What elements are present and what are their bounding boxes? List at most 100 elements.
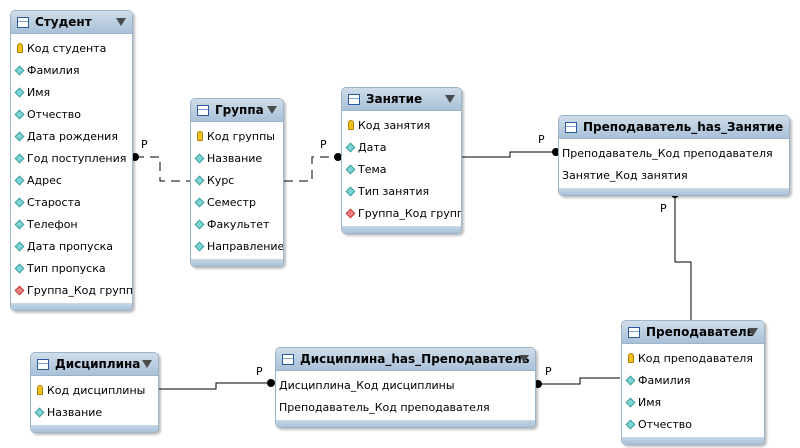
column-name: Фамилия xyxy=(638,373,691,387)
column-name: Код преподавателя xyxy=(638,351,753,365)
table-discipline-has-teacher[interactable]: Дисциплина_has_Преподаватель Дисциплина_… xyxy=(275,347,536,428)
column-row[interactable]: Название xyxy=(191,147,283,169)
column-icon xyxy=(14,65,25,75)
table-teacher-has-lesson[interactable]: Преподаватель_has_Занятие Преподаватель_… xyxy=(558,115,790,196)
column-row[interactable]: Отчество xyxy=(622,413,764,435)
column-row[interactable]: Код студента xyxy=(11,37,132,59)
column-row[interactable]: Дата пропуска xyxy=(11,235,132,257)
table-title: Преподаватель_has_Занятие xyxy=(583,120,784,134)
column-row[interactable]: Фамилия xyxy=(622,369,764,391)
column-row[interactable]: Код дисциплины xyxy=(31,379,158,401)
link-lesson-teacher-lesson xyxy=(462,151,556,158)
link-discipline-discipline-teacher-endpoint xyxy=(267,379,275,387)
column-row[interactable]: Год поступления xyxy=(11,147,132,169)
column-icon xyxy=(194,241,205,251)
column-row[interactable]: Факультет xyxy=(191,213,283,235)
table-header[interactable]: Дисциплина xyxy=(31,353,158,376)
collapse-arrow-icon[interactable] xyxy=(519,355,529,363)
column-row[interactable]: Отчество xyxy=(11,103,132,125)
column-row[interactable]: Телефон xyxy=(11,213,132,235)
column-row[interactable]: Дата xyxy=(342,136,461,158)
column-row[interactable]: Тип занятия xyxy=(342,180,461,202)
column-row[interactable]: Группа_Код группы xyxy=(342,202,461,224)
column-row[interactable]: Имя xyxy=(622,391,764,413)
link-teacher-teacher-lesson xyxy=(674,194,692,320)
column-icon xyxy=(194,153,205,163)
table-title: Дисциплина xyxy=(55,357,141,371)
link-discipline-discipline-teacher xyxy=(159,382,271,390)
column-name: Адрес xyxy=(27,173,62,187)
column-icon xyxy=(14,263,25,273)
column-row[interactable]: Тип пропуска xyxy=(11,257,132,279)
column-icon xyxy=(625,375,636,385)
column-row[interactable]: Имя xyxy=(11,81,132,103)
collapse-arrow-icon[interactable] xyxy=(142,360,152,368)
column-icon xyxy=(14,197,25,207)
table-header[interactable]: Преподаватель_has_Занятие xyxy=(559,116,789,139)
column-name: Название xyxy=(47,405,103,419)
column-row[interactable]: Фамилия xyxy=(11,59,132,81)
table-icon xyxy=(282,353,294,365)
column-name: Преподаватель_Код преподавателя xyxy=(562,146,773,160)
collapse-arrow-icon[interactable] xyxy=(267,106,277,114)
column-name: Название xyxy=(207,151,263,165)
column-row[interactable]: Преподаватель_Код преподавателя xyxy=(276,396,535,418)
table-icon xyxy=(37,358,49,370)
column-icon xyxy=(14,219,25,229)
link-group-lesson xyxy=(284,156,338,182)
table-footer xyxy=(622,437,764,444)
column-row[interactable]: Занятие_Код занятия xyxy=(559,164,789,186)
column-icon xyxy=(194,175,205,185)
column-row[interactable]: Название xyxy=(31,401,158,423)
table-header[interactable]: Группа xyxy=(191,99,283,122)
link-teacher-discipline-teacher-endpoint xyxy=(534,380,542,388)
column-row[interactable]: Тема xyxy=(342,158,461,180)
column-icon xyxy=(14,175,25,185)
column-row[interactable]: Код преподавателя xyxy=(622,347,764,369)
column-name: Год поступления xyxy=(27,151,127,165)
table-header[interactable]: Дисциплина_has_Преподаватель xyxy=(276,348,535,371)
column-row[interactable]: Дисциплина_Код дисциплины xyxy=(276,374,535,396)
column-icon xyxy=(194,197,205,207)
table-header[interactable]: Занятие xyxy=(342,88,461,111)
column-name: Тип пропуска xyxy=(27,261,106,275)
collapse-arrow-icon[interactable] xyxy=(748,328,758,336)
table-footer xyxy=(559,188,789,195)
column-name: Телефон xyxy=(27,217,78,231)
column-row[interactable]: Курс xyxy=(191,169,283,191)
column-name: Занятие_Код занятия xyxy=(562,168,688,182)
column-row[interactable]: Код занятия xyxy=(342,114,461,136)
column-row[interactable]: Код группы xyxy=(191,125,283,147)
column-name: Курс xyxy=(207,173,235,187)
column-icon xyxy=(14,241,25,251)
table-header[interactable]: Студент xyxy=(11,11,132,34)
table-header[interactable]: Преподаватель xyxy=(622,321,764,344)
column-row[interactable]: Староста xyxy=(11,191,132,213)
column-name: Отчество xyxy=(638,417,693,431)
column-name: Группа_Код группы xyxy=(358,206,462,220)
collapse-arrow-icon[interactable] xyxy=(116,18,126,26)
column-row[interactable]: Направление xyxy=(191,235,283,257)
link-student-group-endpoint xyxy=(131,153,139,161)
collapse-arrow-icon[interactable] xyxy=(445,95,455,103)
column-name: Дата рождения xyxy=(27,129,118,143)
table-footer xyxy=(342,226,461,233)
column-row[interactable]: Дата рождения xyxy=(11,125,132,147)
column-row[interactable]: Адрес xyxy=(11,169,132,191)
column-row[interactable]: Преподаватель_Код преподавателя xyxy=(559,142,789,164)
table-footer xyxy=(31,425,158,432)
table-title: Студент xyxy=(35,15,92,29)
column-row[interactable]: Группа_Код группы xyxy=(11,279,132,301)
column-row[interactable]: Семестр xyxy=(191,191,283,213)
table-icon xyxy=(17,16,29,28)
primary-key-icon xyxy=(348,120,354,130)
column-name: Дата xyxy=(358,140,387,154)
